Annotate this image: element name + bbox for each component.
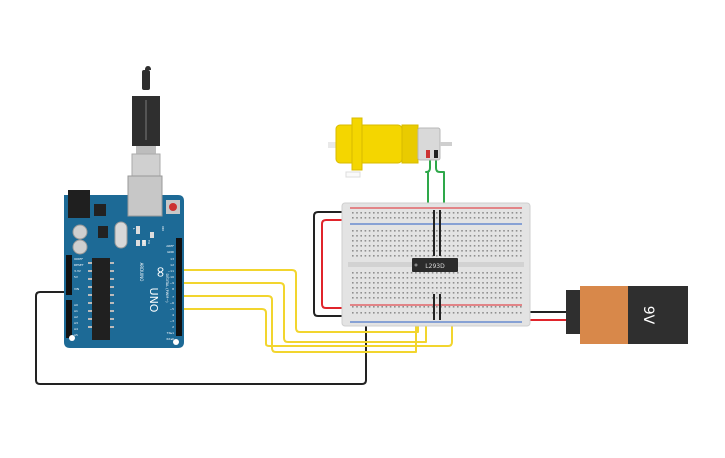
wire-motor-lead-2[interactable] [435, 157, 445, 259]
usb-b-port [127, 175, 163, 217]
pin-label-12: 12 [170, 263, 174, 267]
atmega-chip [92, 258, 110, 340]
ioref-label: IOREF [74, 257, 83, 261]
arduino-uno-board[interactable]: ∞ UNO ARDUINO DIGITAL (PWM~) ON TX RX L … [64, 175, 184, 348]
on-label: ON [161, 226, 165, 231]
crystal [114, 221, 128, 249]
battery-9v[interactable]: 9V [566, 286, 688, 344]
wire-motor-lead-1[interactable] [425, 157, 431, 259]
wire-signal-2[interactable] [177, 282, 427, 343]
label-5v: 5V [74, 275, 79, 279]
pin-label-5: ~5 [170, 307, 175, 311]
l-label: L [132, 228, 136, 230]
motor-terminal-2 [434, 150, 438, 158]
mount-hole-1 [69, 335, 75, 341]
motor-driver-chip[interactable]: L293D [412, 258, 458, 272]
label-a1: A1 [74, 309, 78, 313]
wire-rail-red-left[interactable] [321, 219, 353, 309]
reset-button-cap [169, 203, 177, 211]
led-tx [136, 240, 140, 246]
pin-label-4: 4 [172, 313, 174, 317]
breadboard-holes [352, 212, 522, 314]
motor-wheel-hub [345, 171, 361, 178]
label-3v3: 3.3V [74, 269, 82, 273]
reset-label: RESET [74, 263, 84, 267]
wire-rail-black-left[interactable] [313, 211, 353, 317]
pin-label-10: ~10 [168, 275, 174, 279]
brand-label: ARDUINO [139, 263, 144, 282]
battery-label: 9V [640, 306, 656, 325]
motor-shaft-left [328, 142, 338, 148]
pin-label-11: ~11 [168, 269, 174, 273]
power-header[interactable] [66, 255, 72, 295]
arduino-logo-icon: ∞ [152, 266, 170, 279]
label-a3: A3 [74, 321, 78, 325]
analog-header[interactable] [66, 300, 72, 338]
mount-hole-2 [173, 339, 179, 345]
usb-cable[interactable] [131, 66, 161, 179]
label-a5: A5 [74, 333, 78, 337]
wire-signal-1[interactable] [177, 269, 419, 333]
board-name: UNO [147, 288, 160, 313]
aref-label: AREF [166, 244, 174, 248]
atmega-pins [88, 262, 114, 328]
power-jack [68, 190, 90, 218]
pin-label-0: RX◂0 [166, 337, 174, 341]
digital-label: DIGITAL (PWM~) [165, 273, 169, 303]
capacitor-2 [72, 239, 88, 255]
pin-label-2: 2 [172, 325, 174, 329]
pin-label-1: TX▸1 [166, 331, 174, 335]
wire-signal-3[interactable] [177, 295, 417, 353]
motor-shaft-right [440, 142, 452, 146]
label-a4: A4 [74, 327, 78, 331]
label-a2: A2 [74, 315, 78, 319]
dc-gear-motor[interactable] [328, 117, 452, 178]
led-rx [142, 240, 146, 246]
chip-notch [414, 263, 418, 267]
battery-snap [566, 290, 582, 334]
component-legs [433, 210, 441, 320]
led-on [150, 232, 154, 238]
digital-header[interactable] [176, 238, 182, 336]
chip-label: L293D [425, 263, 445, 270]
label-vin: VIN [74, 287, 79, 291]
led-l [136, 226, 140, 234]
pin-label-7: 7 [172, 295, 174, 299]
tx-label: TX [147, 239, 151, 244]
pin-label-6: ~6 [170, 301, 175, 305]
wire-signal-4[interactable] [177, 291, 453, 347]
rx-label: RX [142, 240, 146, 244]
pin-label-3: ~3 [170, 319, 175, 323]
label-a0: A0 [74, 303, 78, 307]
motor-terminal-1 [426, 150, 430, 158]
pin-label-9: ~9 [170, 281, 175, 285]
capacitor-1 [72, 224, 88, 240]
pin-label-13: 13 [170, 257, 174, 261]
usb-chip [98, 226, 108, 238]
pin-label-8: 8 [172, 287, 174, 291]
motor-mount-tab [351, 117, 363, 171]
usb-plug-metal [136, 146, 156, 154]
regulator-chip [94, 204, 106, 216]
gnd-label: GND [167, 250, 175, 254]
wire-ground-loop[interactable] [35, 291, 367, 385]
